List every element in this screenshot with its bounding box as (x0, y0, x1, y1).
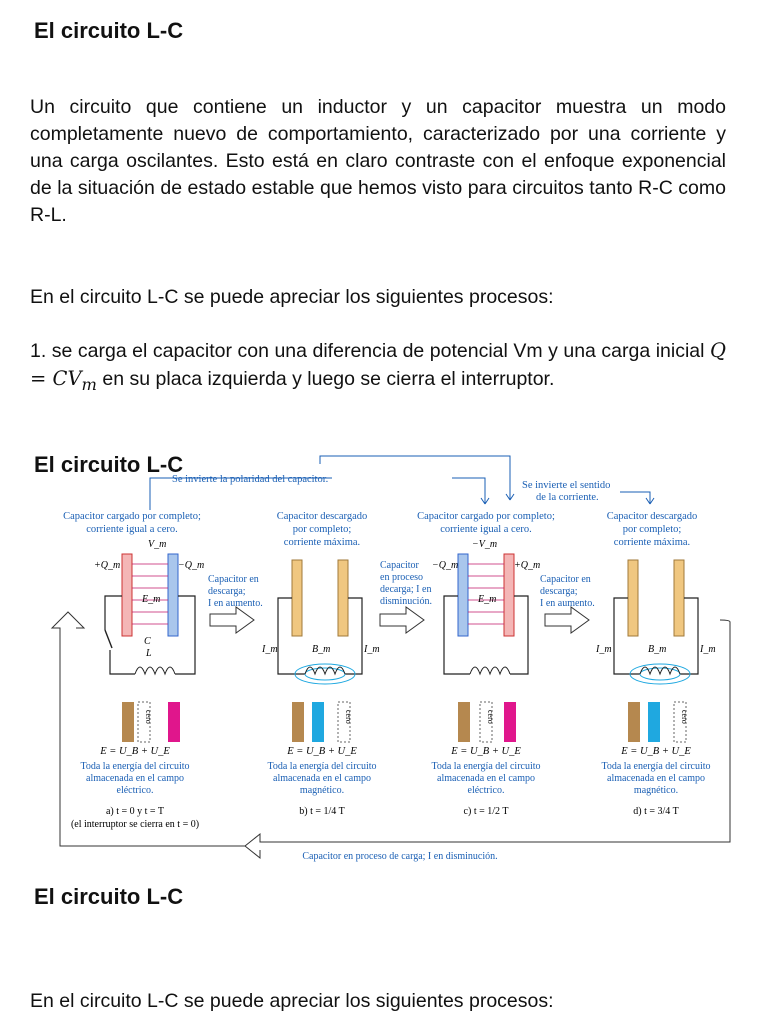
svg-text:cero: cero (680, 710, 689, 724)
svg-text:B_m: B_m (648, 644, 666, 655)
arrow-ab (209, 606, 255, 634)
svg-text:almacenada en el campo: almacenada en el campo (86, 773, 184, 784)
svg-text:Capacitor: Capacitor (380, 560, 420, 571)
svg-text:+Q_m: +Q_m (514, 560, 540, 571)
svg-text:L: L (145, 648, 152, 659)
step-1-paragraph: 1. se carga el capacitor con una diferen… (30, 337, 726, 398)
svg-text:Capacitor descargado: Capacitor descargado (607, 511, 697, 522)
svg-text:Toda la energía del circuito: Toda la energía del circuito (80, 761, 189, 772)
svg-text:eléctrico.: eléctrico. (117, 785, 154, 796)
svg-text:por completo;: por completo; (623, 524, 682, 535)
svg-text:E_m: E_m (141, 594, 160, 605)
heading-2: El circuito L-C (34, 452, 184, 477)
svg-text:corriente máxima.: corriente máxima. (284, 537, 360, 548)
svg-text:cero: cero (344, 710, 353, 724)
svg-text:Capacitor cargado por completo: Capacitor cargado por completo; (417, 511, 555, 522)
svg-text:c) t = 1/2 T: c) t = 1/2 T (464, 806, 509, 817)
transition-ab-1: Capacitor en (208, 574, 259, 585)
processes-paragraph-2: En el circuito L-C se puede apreciar los… (30, 990, 554, 1012)
svg-text:magnético.: magnético. (634, 785, 678, 796)
svg-text:eléctrico.: eléctrico. (468, 785, 505, 796)
svg-text:cero: cero (144, 710, 153, 724)
svg-text:magnético.: magnético. (300, 785, 344, 796)
svg-text:corriente igual a cero.: corriente igual a cero. (440, 524, 532, 535)
intro-paragraph: Un circuito que contiene un inductor y u… (30, 96, 726, 226)
arrow-bc (379, 606, 425, 634)
svg-text:I_m: I_m (363, 644, 380, 655)
svg-text:B_m: B_m (312, 644, 330, 655)
panel-a: Capacitor cargado por completo; corrient… (63, 511, 204, 830)
svg-text:Toda la energía del circuito: Toda la energía del circuito (267, 761, 376, 772)
transition-cd-3: I en aumento. (540, 598, 595, 609)
polarity-label: Se invierte la polaridad del capacitor. (172, 474, 328, 485)
svg-text:Capacitor cargado por completo: Capacitor cargado por completo; (63, 511, 201, 522)
step-1-text: 1. se carga el capacitor con una diferen… (30, 340, 705, 362)
svg-text:−V_m: −V_m (472, 539, 497, 550)
heading-3: El circuito L-C (34, 884, 184, 909)
charging-label: Capacitor en proceso de carga; I en dism… (302, 851, 497, 862)
svg-text:corriente máxima.: corriente máxima. (614, 537, 690, 548)
panel-b: Capacitor descargado por completo; corri… (261, 511, 380, 817)
svg-text:almacenada en el campo: almacenada en el campo (273, 773, 371, 784)
current-reverse-label-2: de la corriente. (536, 492, 599, 503)
svg-text:−Q_m: −Q_m (178, 560, 204, 571)
svg-text:almacenada en el campo: almacenada en el campo (437, 773, 535, 784)
svg-text:E_m: E_m (477, 594, 496, 605)
svg-text:−Q_m: −Q_m (432, 560, 458, 571)
svg-text:en proceso: en proceso (380, 572, 423, 583)
svg-text:Capacitor descargado: Capacitor descargado (277, 511, 367, 522)
svg-text:(el interruptor se cierra en t: (el interruptor se cierra en t = 0) (71, 819, 199, 830)
svg-text:b) t = 1/4 T: b) t = 1/4 T (299, 806, 344, 817)
svg-text:E = U_B + U_E: E = U_B + U_E (286, 746, 357, 757)
step-1-text-end: en su placa izquierda y luego se cierra … (102, 368, 555, 390)
svg-text:Toda la energía del circuito: Toda la energía del circuito (601, 761, 710, 772)
svg-text:I_m: I_m (261, 644, 278, 655)
svg-text:I_m: I_m (595, 644, 612, 655)
svg-text:almacenada en el campo: almacenada en el campo (607, 773, 705, 784)
processes-paragraph: En el circuito L-C se puede apreciar los… (30, 286, 554, 308)
svg-text:E = U_B + U_E: E = U_B + U_E (450, 746, 521, 757)
svg-text:a) t = 0 y t = T: a) t = 0 y t = T (106, 806, 164, 817)
panel-d: Capacitor descargado por completo; corri… (595, 511, 716, 817)
current-reverse-label-1: Se invierte el sentido (522, 480, 610, 491)
svg-text:E = U_B + U_E: E = U_B + U_E (99, 746, 170, 757)
return-arrow (244, 619, 731, 860)
svg-text:por completo;: por completo; (293, 524, 352, 535)
heading-1: El circuito L-C (34, 18, 184, 43)
svg-text:V_m: V_m (148, 539, 166, 550)
panel-c: Capacitor cargado por completo; corrient… (380, 511, 555, 817)
lc-circuit-figure: Se invierte la polaridad del capacitor. … (50, 455, 731, 862)
svg-text:disminución.: disminución. (380, 596, 432, 607)
charge-formula: Q = CVm (30, 339, 726, 394)
svg-text:+Q_m: +Q_m (94, 560, 120, 571)
svg-text:decarga; I en: decarga; I en (380, 584, 431, 595)
arrow-cd (544, 606, 590, 634)
transition-ab-2: descarga; (208, 586, 246, 597)
svg-text:E = U_B + U_E: E = U_B + U_E (620, 746, 691, 757)
transition-cd-1: Capacitor en (540, 574, 591, 585)
svg-text:Toda la energía del circuito: Toda la energía del circuito (431, 761, 540, 772)
svg-text:cero: cero (486, 710, 495, 724)
svg-text:corriente igual a cero.: corriente igual a cero. (86, 524, 178, 535)
transition-ab-3: I en aumento. (208, 598, 263, 609)
svg-text:I_m: I_m (699, 644, 716, 655)
transition-cd-2: descarga; (540, 586, 578, 597)
svg-text:d) t = 3/4 T: d) t = 3/4 T (633, 806, 678, 817)
svg-text:C: C (144, 636, 151, 647)
